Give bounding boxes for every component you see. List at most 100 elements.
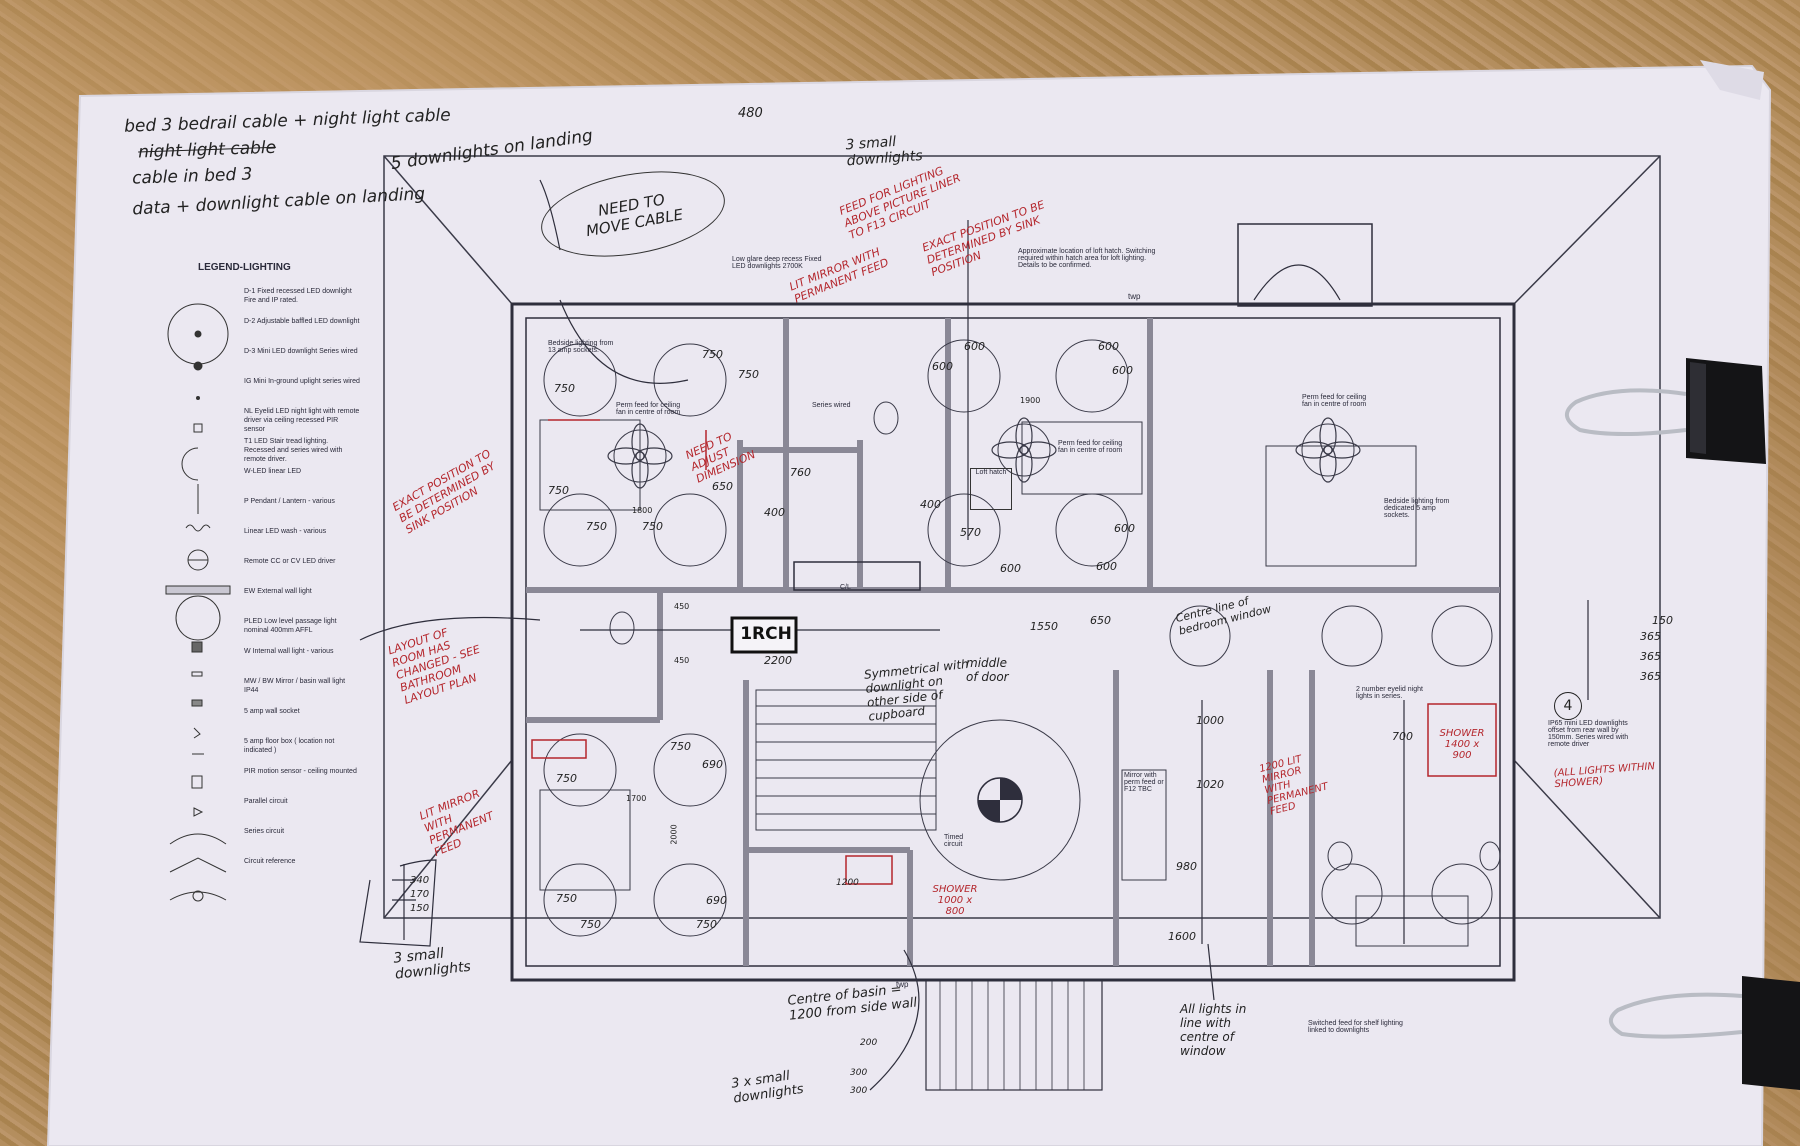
legend-item-label: PLED Low level passage light nominal 400…: [244, 618, 337, 634]
dim-label: 690: [706, 894, 727, 907]
red-markup: [531, 419, 1497, 885]
binder-clip-bottom: [1609, 976, 1800, 1090]
dim-label: 300: [850, 1068, 868, 1078]
dim-label: 1020: [1196, 778, 1224, 791]
twp-label-bottom: twp: [896, 980, 909, 989]
legend-item-label: W Internal wall light - various: [244, 648, 334, 655]
dim-label: 760: [790, 466, 811, 479]
legend-item-label: P Pendant / Lantern - various: [244, 498, 335, 505]
dim-label: 365: [1640, 650, 1661, 663]
legend-lighting: LEGEND-LIGHTING D-1 Fixed recessed LED d…: [150, 262, 360, 887]
clip-handle: [1565, 388, 1687, 436]
legend-item-label: Circuit reference: [244, 858, 296, 865]
red-all-lights-shower: (ALL LIGHTS WITHIN SHOWER): [1553, 761, 1656, 791]
legend-item-label: EW External wall light: [244, 588, 312, 595]
legend-item: T1 LED Stair tread lighting. Recessed an…: [244, 437, 360, 467]
dim-label: 400: [764, 506, 785, 519]
legend-item: D-2 Adjustable baffled LED downlight: [244, 317, 360, 347]
low-glare-note: Low glare deep recess Fixed LED downligh…: [732, 256, 822, 270]
dim-label: 1800: [632, 506, 653, 515]
cable-runs: [359, 179, 1589, 1091]
clip-body: [1742, 976, 1800, 1090]
legend-item-label: Linear LED wash - various: [244, 528, 327, 535]
dim-label: 1600: [1168, 930, 1196, 943]
red-feed-lighting: FEED FOR LIGHTING ABOVE PICTURE LINER TO…: [837, 164, 963, 242]
legend-item: Remote CC or CV LED driver: [244, 557, 360, 587]
dim-label: 450: [674, 656, 690, 665]
note-three-small-bottom: 3 x small downlights: [730, 1068, 805, 1107]
red-need-adjust: NEED TO ADJUST DIMENSION: [683, 429, 758, 486]
legend-item: 5 amp floor box ( location not indicated…: [244, 737, 360, 767]
dim-label: 650: [1090, 614, 1111, 627]
legend-item-label: NL Eyelid LED night light with remote dr…: [244, 408, 360, 433]
top-small-downlights: 3 small downlights: [845, 133, 924, 170]
legend-item-label: D-2 Adjustable baffled LED downlight: [244, 318, 360, 325]
perm-feed-note-2: Perm feed for ceiling fan in centre of r…: [1058, 440, 1123, 454]
legend-item: MW / BW Mirror / basin wall light IP44: [244, 677, 360, 707]
red-exact-sink-left: EXACT POSITION TO BE DETERMINED BY SINK …: [390, 447, 498, 537]
dim-label: 2000: [669, 824, 679, 845]
dim-label: 1900: [1020, 396, 1041, 405]
dim-label: 750: [696, 918, 717, 931]
loft-hatch-note: Approximate location of loft hatch. Swit…: [1018, 248, 1156, 269]
bath-fixtures: [609, 401, 1501, 947]
dim-label: 750: [556, 772, 577, 785]
bedside-lighting-right: Bedside lighting from dedicated 5 amp so…: [1384, 498, 1450, 519]
dim-label: 750: [548, 484, 569, 497]
dim-label: 600: [1112, 364, 1133, 377]
dim-150: 150: [410, 903, 430, 914]
legend-item: EW External wall light: [244, 587, 360, 617]
timed-circuit-label: Timed circuit: [944, 834, 964, 848]
note-centre-line: Centre line of bedroom window: [1174, 594, 1273, 638]
dim-label: 690: [702, 758, 723, 771]
stairs: [755, 689, 937, 831]
legend-item: PLED Low level passage light nominal 400…: [244, 617, 360, 647]
dim-label: 365: [1640, 670, 1661, 683]
switched-feed-note: Switched feed for shelf lighting linked …: [1308, 1020, 1403, 1034]
light-fittings: [543, 339, 1493, 937]
cupboard-label: C/L: [840, 584, 851, 591]
legend-item-label: PIR motion sensor - ceiling mounted: [244, 768, 357, 775]
legend-item: Series circuit: [244, 827, 360, 857]
legend-list: D-1 Fixed recessed LED downlight Fire an…: [150, 287, 360, 887]
twp-label-top: twp: [1128, 292, 1141, 301]
dim-label: 200: [860, 1038, 878, 1048]
rch-box: [730, 616, 798, 654]
legend-item-label: D-3 Mini LED downlight Series wired: [244, 348, 358, 355]
red-shower-2: SHOWER 1400 x 900: [1439, 728, 1485, 761]
dim-label: 1000: [1196, 714, 1224, 727]
legend-item-label: 5 amp wall socket: [244, 708, 300, 715]
legend-item-label: Series circuit: [244, 828, 285, 835]
legend-item: NL Eyelid LED night light with remote dr…: [244, 407, 360, 437]
note-symmetrical: Symmetrical with downlight on other side…: [863, 656, 970, 724]
red-lit-mirror-2: LIT MIRROR WITH PERMANENT FEED: [417, 786, 496, 859]
mirror-perm-note: Mirror with perm feed or F12 TBC: [1124, 772, 1164, 793]
legend-item: Linear LED wash - various: [244, 527, 360, 557]
legend-item-label: 5 amp floor box ( location not indicated…: [244, 738, 335, 754]
legend-item: W Internal wall light - various: [244, 647, 360, 677]
legend-item-label: IG Mini In-ground uplight series wired: [244, 378, 360, 385]
legend-title: LEGEND-LIGHTING: [198, 262, 291, 273]
note-centre-basin: Centre of basin = 1200 from side wall: [786, 981, 918, 1024]
paper-sheet: [46, 64, 1772, 1146]
dim-label: 400: [920, 498, 941, 511]
clip-handle: [1609, 992, 1743, 1039]
red-shower-1: SHOWER 1000 x 800: [932, 884, 978, 917]
dim-170: 170: [410, 889, 430, 900]
dim-label: 980: [1176, 860, 1197, 873]
legend-item-label: Parallel circuit: [244, 798, 288, 805]
dim-label: 300: [850, 1086, 868, 1096]
binder-clip-top: [1565, 358, 1766, 464]
dim-340: 340: [410, 875, 430, 886]
dim-label: 2200: [764, 654, 792, 667]
legend-item-label: Remote CC or CV LED driver: [244, 558, 336, 565]
circuit-reference-4: 4: [1554, 692, 1582, 720]
pendant-light: [977, 777, 1023, 823]
legend-item-label: T1 LED Stair tread lighting. Recessed an…: [244, 438, 343, 463]
dim-label: 600: [932, 360, 953, 373]
bedside-lighting-left: Bedside lighting from 13 amp sockets.: [548, 340, 614, 354]
note-all-lights-line: All lights in line with centre of window: [1180, 1002, 1247, 1058]
roof-outline: [383, 155, 1661, 919]
